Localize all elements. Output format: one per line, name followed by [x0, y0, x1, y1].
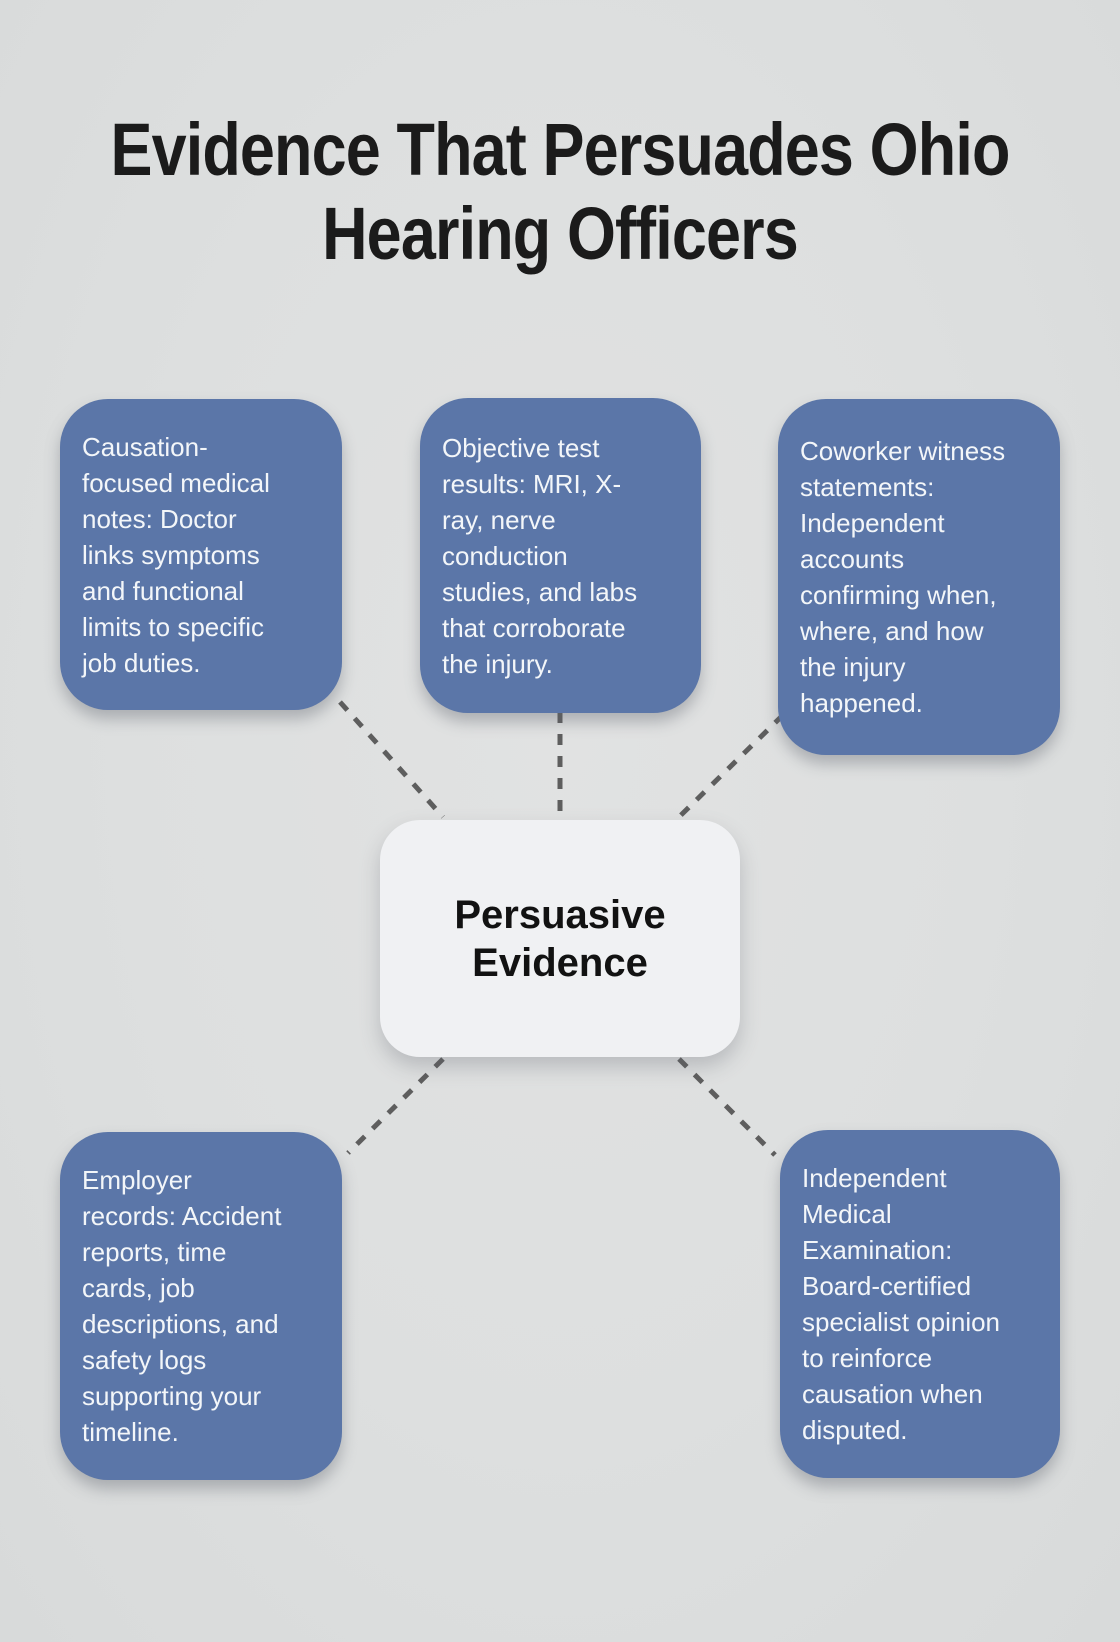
node-objective-label: Objective test results: MRI, X- ray, ner… — [442, 432, 638, 679]
node-objective-test-results: Objective test results: MRI, X- ray, ner… — [420, 398, 701, 713]
connector-hub-to-ime — [677, 1057, 777, 1157]
hub-label: Persuasive Evidence — [454, 892, 666, 985]
page-title: Evidence That Persuades Ohio Hearing Off… — [110, 108, 1010, 276]
node-independent-medical-examination: Independent Medical Examination: Board-c… — [780, 1130, 1060, 1478]
node-coworker-label: Coworker witness statements: Independent… — [800, 436, 1006, 718]
node-ime-label: Independent Medical Examination: Board-c… — [802, 1163, 1001, 1445]
node-coworker-witness-statements: Coworker witness statements: Independent… — [778, 399, 1060, 755]
node-employer-records: Employer records: Accident reports, time… — [60, 1132, 342, 1480]
node-causation-focused-medical-notes: Causation- focused medical notes: Doctor… — [60, 399, 342, 710]
hub-node: Persuasive Evidence — [380, 820, 740, 1057]
node-causation-label: Causation- focused medical notes: Doctor… — [82, 431, 270, 678]
connector-causation-to-hub — [338, 700, 445, 819]
connector-coworker-to-hub — [677, 713, 785, 819]
connector-hub-to-employer — [346, 1057, 445, 1155]
node-employer-label: Employer records: Accident reports, time… — [82, 1165, 282, 1447]
